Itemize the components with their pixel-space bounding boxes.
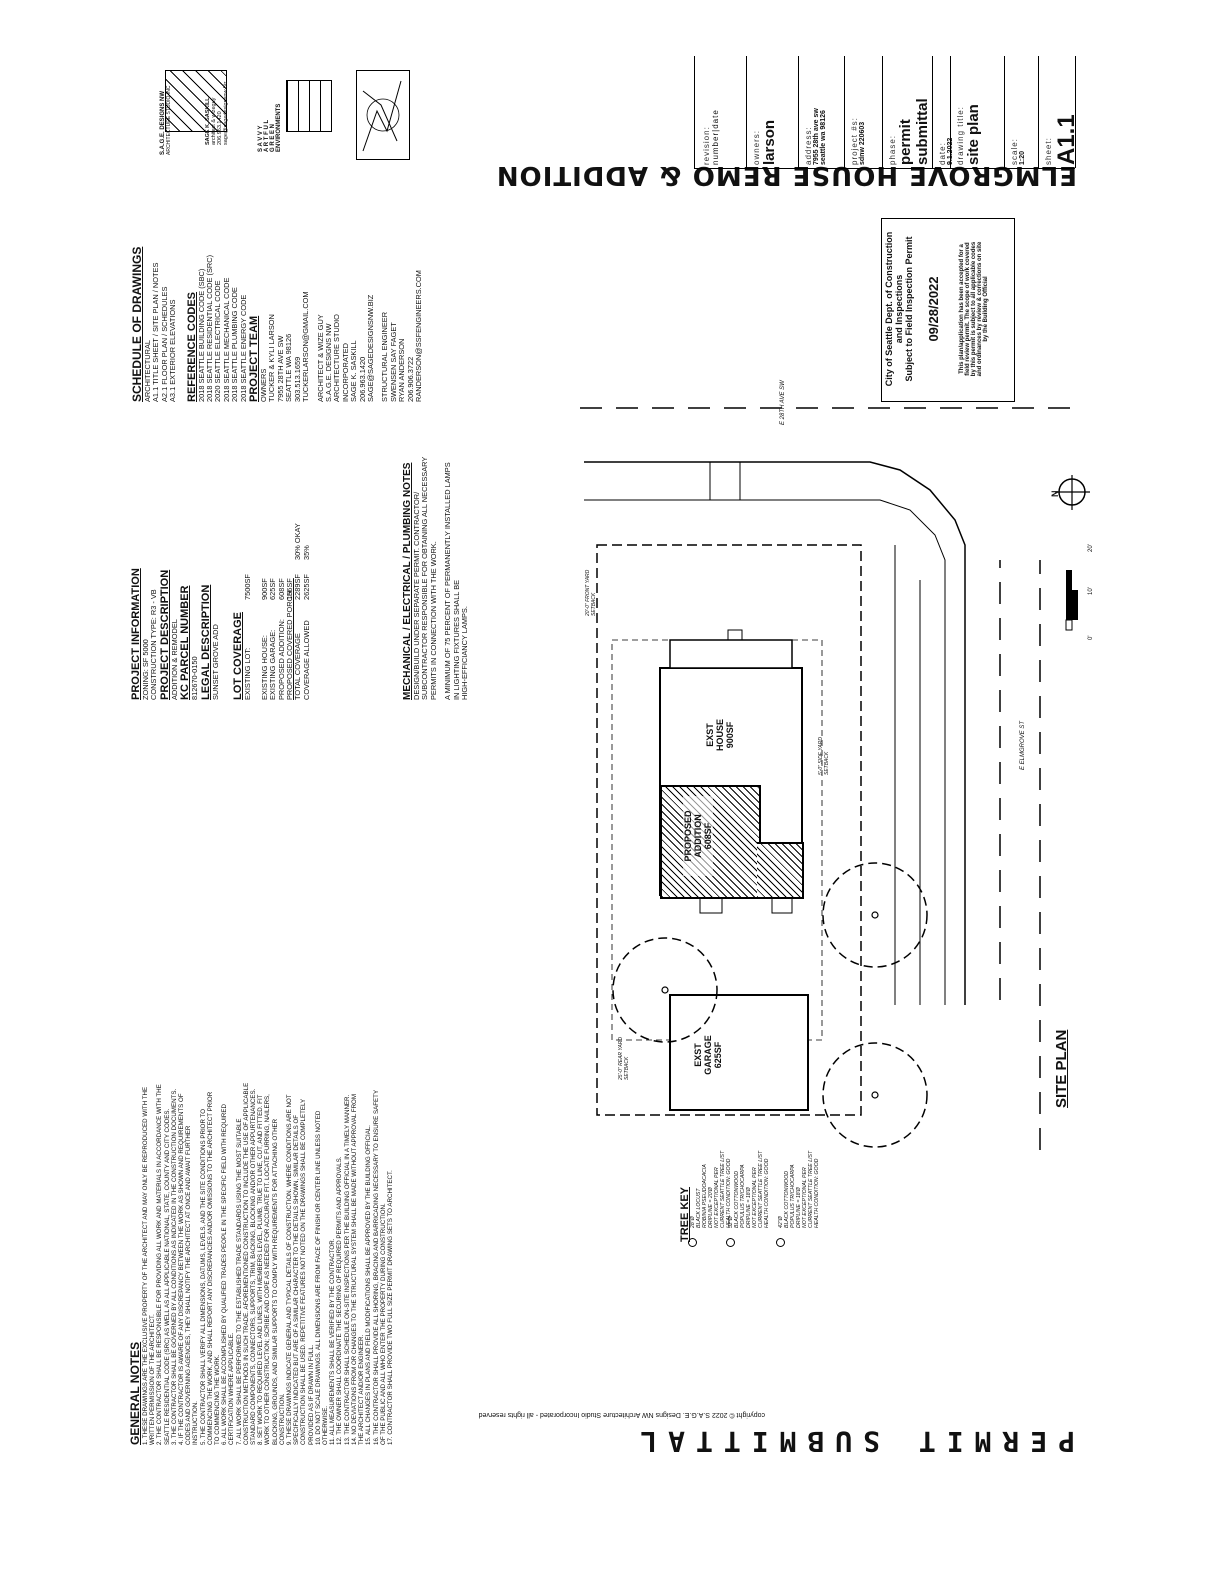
existing-garage [669,994,809,1111]
house-label: EXST HOUSE 900SF [705,719,735,752]
addition-label: PROPOSED ADDITION 608SF [683,796,713,876]
garage-label: EXST GARAGE 625SF [693,1035,723,1075]
covered-porch [669,639,793,669]
tree-dripline-2 [822,862,928,968]
site-plan-title: SITE PLAN [1053,1029,1070,1108]
street-label-b: E ELMGROVE ST [1020,720,1026,770]
tree-symbol-icon [726,1238,735,1247]
lot-line [596,544,862,1116]
tree-entry-line: HEALTH CONDITION: GOOD [814,1158,820,1228]
tree-symbol-icon [688,1238,697,1247]
proposed-addition-ext [757,842,804,899]
savvy-grid-icon [286,80,332,132]
sidewalk-line [584,499,946,1005]
scale-bar [1066,570,1072,620]
front-setback-label: 20'-0" FRONT YARD SETBACK [585,569,597,616]
city-stamp-box [881,218,1015,402]
tree-dripline-3 [822,1042,928,1148]
street-label-a: E 28TH AVE SW [780,380,786,425]
architect-seal-icon [356,70,410,160]
tree-dripline-1 [612,937,718,1043]
rear-setback-label: 25'-0" REAR YARD SETBACK [618,1037,630,1080]
tree-entry-line: HEALTH CONDITION: GOOD [764,1158,770,1228]
side-setback-label: 5'-0" SIDE YARD SETBACK [818,737,830,775]
north-label: N [1050,490,1060,498]
scale-mark-0: 0' [1088,635,1094,640]
firm-logo-icon [165,70,227,132]
curb-line [584,461,966,1005]
scale-mark-20: 20' [1088,544,1094,552]
scale-mark-10: 10' [1088,587,1094,595]
tree-symbol-icon [776,1238,785,1247]
porch-stairs [727,629,743,641]
